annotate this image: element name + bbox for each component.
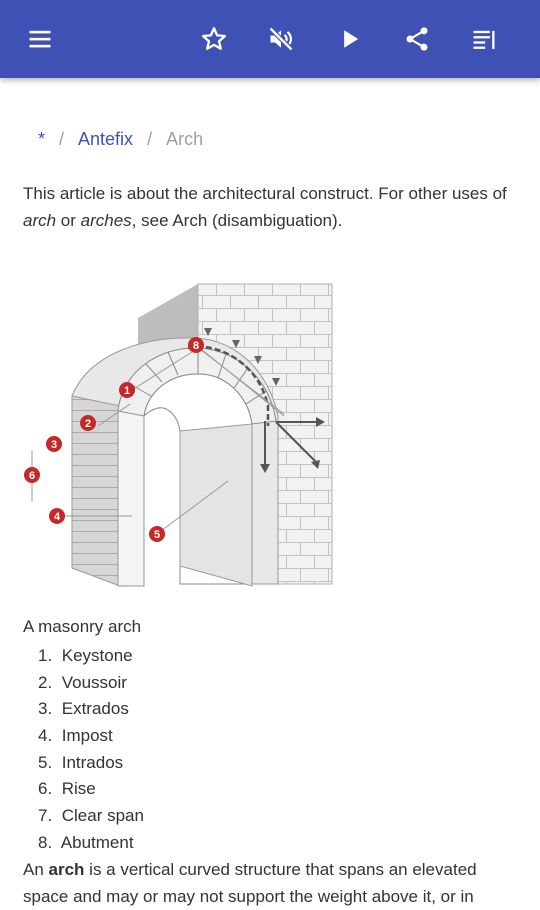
arch-diagram[interactable]: 8 1 2 3 6 4 5 7 [20,256,340,685]
play-button[interactable] [330,19,370,59]
hatnote: This article is about the architectural … [23,180,523,234]
marker-1: 1 [124,385,130,397]
list-item: 8. Abutment [38,832,134,852]
hatnote-text: This article is about the architectural … [23,184,507,203]
paragraph-text: is a vertical curved structure that span… [23,860,477,906]
hatnote-em: arch [23,211,57,230]
breadcrumb-home-link[interactable]: * [38,129,46,149]
list-item: 1. Keystone [38,646,133,665]
share-button[interactable] [397,19,437,59]
share-icon [406,27,428,51]
hatnote-text: or [56,211,81,230]
paragraph-text: An [23,860,49,879]
arch-parts-list: 1. Keystone 2. Voussoir 3. Extrados 4. I… [38,643,144,857]
hamburger-menu-icon [29,30,51,48]
paragraph-bold: arch [48,860,85,879]
playlist-icon [473,30,495,49]
hatnote-link[interactable]: , see Arch (disambiguation). [131,211,343,230]
marker-5: 5 [154,529,160,541]
breadcrumb-separator: / [59,129,65,149]
play-icon [344,30,359,48]
article-paragraph: An arch is a vertical curved structure t… [23,856,523,910]
breadcrumb: * / Antefix / Arch [38,129,203,150]
app-toolbar [0,0,540,78]
figure-caption: A masonry arch [23,617,142,636]
masonry-arch-illustration: 8 1 2 3 6 4 5 7 [24,283,333,685]
breadcrumb-parent-link[interactable]: Antefix [78,129,134,149]
marker-3: 3 [51,439,57,451]
breadcrumb-separator: / [147,129,153,149]
marker-2: 2 [85,418,91,430]
star-outline-icon [201,27,227,50]
list-item: 6. Rise [38,779,96,799]
hatnote-em: arches [80,211,132,230]
marker-6: 6 [29,470,35,482]
breadcrumb-current: Arch [166,129,204,149]
list-item: 2. Voussoir [38,672,127,692]
contents-button[interactable] [464,19,504,59]
marker-4: 4 [54,511,61,523]
favorite-button[interactable] [194,19,234,59]
marker-8: 8 [193,340,199,352]
list-item: 4. Impost [38,726,113,746]
mute-button[interactable] [261,19,301,59]
menu-button[interactable] [20,19,60,59]
list-item: 5. Intrados [38,752,124,772]
list-item: 3. Extrados [38,699,129,719]
volume-off-icon [268,26,294,52]
list-item: 7. Clear span [38,806,144,826]
